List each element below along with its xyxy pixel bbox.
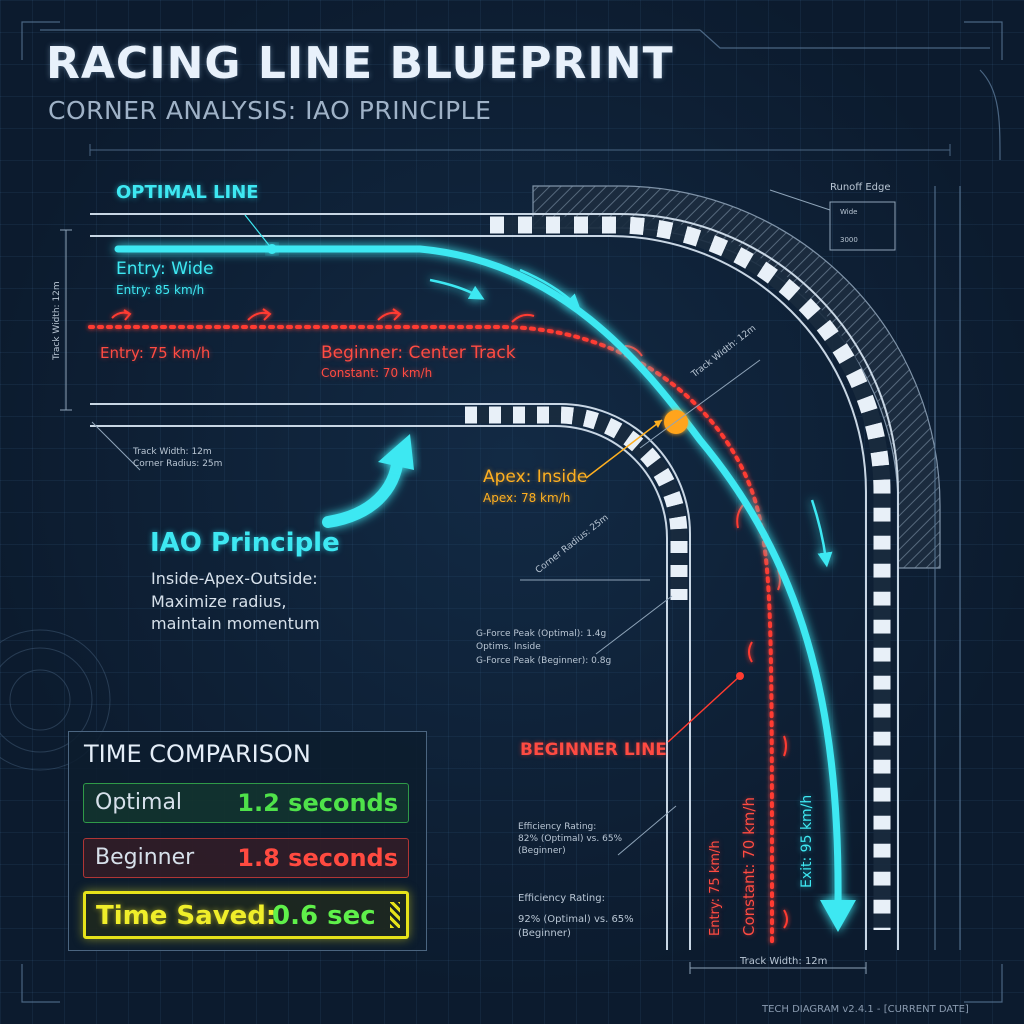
efficiency-1-title: Efficiency Rating: (518, 822, 597, 832)
efficiency-2-note: (Beginner) (518, 928, 571, 939)
runoff-small-2: 3000 (840, 236, 858, 244)
beginner-center-label: Beginner: Center Track (321, 343, 516, 363)
beginner-entry-vertical: Entry: 75 km/h (708, 840, 723, 936)
optimal-time-value: 1.2 seconds (237, 789, 398, 817)
hazard-stripes-icon (390, 902, 400, 928)
track-width-bottom: Track Width: 12m (740, 956, 828, 967)
track-width-side: Track Width: 12m (52, 281, 62, 360)
beginner-constant-speed: Constant: 70 km/h (321, 366, 433, 380)
time-comparison-panel (68, 731, 427, 951)
corner-radius-left: Corner Radius: 25m (133, 459, 223, 469)
beginner-entry-speed: Entry: 75 km/h (100, 344, 211, 362)
runoff-small-1: Wide (840, 208, 858, 216)
track-width-left: Track Width: 12m (133, 447, 212, 457)
apex-label: Apex: Inside (483, 467, 588, 487)
optimal-time-label: Optimal (95, 790, 183, 815)
gforce-optimal: G-Force Peak (Optimal): 1.4g (476, 629, 607, 639)
apex-speed: Apex: 78 km/h (483, 491, 571, 505)
optimal-time-row: Optimal 1.2 seconds (83, 783, 409, 823)
time-saved-row: Time Saved: 0.6 sec (83, 891, 409, 939)
beginner-line (88, 325, 774, 947)
optimal-arrowhead (820, 900, 856, 932)
optimal-line-heading: OPTIMAL LINE (116, 182, 259, 203)
gforce-beginner: G-Force Peak (Beginner): 0.8g (476, 656, 612, 666)
outer-curb (490, 216, 891, 930)
decor-dial (0, 629, 111, 771)
iao-principle-title: IAO Principle (150, 528, 340, 558)
optimal-entry-speed: Entry: 85 km/h (116, 283, 205, 297)
optimal-motion-arrows (429, 268, 833, 568)
runoff-edge-label: Runoff Edge (830, 182, 891, 193)
page-title: RACING LINE BLUEPRINT (46, 38, 674, 89)
gforce-optims: Optims. Inside (476, 642, 541, 652)
iao-line-1: Inside-Apex-Outside: (151, 569, 318, 588)
page-subtitle: CORNER ANALYSIS: IAO PRINCIPLE (48, 96, 492, 125)
optimal-exit-vertical: Exit: 95 km/h (799, 794, 815, 888)
optimal-line (114, 245, 842, 909)
beginner-constant-vertical: Constant: 70 km/h (740, 797, 758, 936)
efficiency-1-note: (Beginner) (518, 846, 566, 856)
track-outer (90, 213, 899, 950)
beginner-time-row: Beginner 1.8 seconds (83, 838, 409, 878)
footer-version: TECH DIAGRAM v2.4.1 - [CURRENT DATE] (762, 1004, 969, 1015)
beginner-time-label: Beginner (95, 845, 195, 870)
beginner-time-value: 1.8 seconds (237, 844, 398, 872)
efficiency-2-title: Efficiency Rating: (518, 893, 605, 904)
efficiency-1-value: 82% (Optimal) vs. 65% (518, 834, 623, 844)
time-comparison-title: TIME COMPARISON (84, 740, 311, 768)
iao-line-3: maintain momentum (151, 614, 320, 633)
time-saved-value: 0.6 sec (272, 901, 376, 931)
track-inner (90, 403, 691, 950)
efficiency-2-value: 92% (Optimal) vs. 65% (518, 914, 634, 925)
optimal-entry-label: Entry: Wide (116, 259, 214, 279)
beginner-line-heading: BEGINNER LINE (520, 740, 667, 760)
iao-arrow (322, 452, 404, 528)
time-saved-label: Time Saved: (96, 901, 277, 931)
hud-frame (21, 21, 1003, 1003)
dimension-lines (60, 229, 867, 974)
iao-line-2: Maximize radius, (151, 592, 287, 611)
